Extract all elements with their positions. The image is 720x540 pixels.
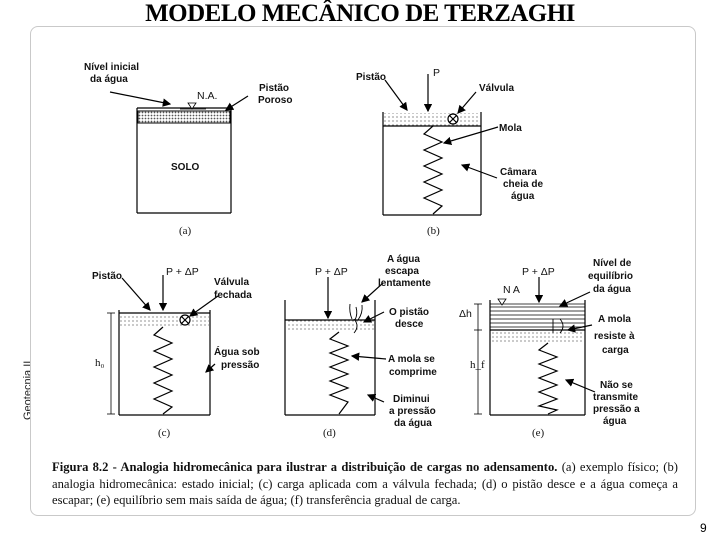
label-b-camara-2: cheia de (503, 179, 543, 190)
caption-lead: Figura 8.2 - Analogia hidromecânica para… (52, 460, 558, 474)
label-a: (a) (179, 225, 192, 237)
label-e-hf: h_f (470, 359, 485, 371)
container-a (136, 102, 232, 214)
label-e-resiste-2: resiste à (594, 331, 635, 342)
page-title: MODELO MECÂNICO DE TERZAGHI (145, 0, 575, 27)
label-c-agua-2: pressão (221, 360, 259, 371)
label-b-mola: Mola (499, 123, 522, 134)
label-e-resiste-1: A mola (598, 314, 631, 325)
container-e (474, 298, 586, 416)
label-d-desce-2: desce (395, 319, 424, 330)
label-e-na: N A (503, 284, 520, 296)
label-e-resiste-3: carga (602, 345, 629, 356)
label-e: (e) (532, 427, 545, 439)
label-c-agua-1: Água sob (214, 345, 260, 358)
container-d (284, 300, 376, 416)
label-e-dh: Δh (459, 308, 472, 320)
label-c: (c) (158, 427, 171, 439)
label-e-nivel-3: da água (593, 284, 631, 295)
label-c-load: P + ΔP (166, 266, 199, 278)
label-d-load: P + ΔP (315, 266, 348, 278)
label-e-nao-1: Não se (600, 380, 633, 391)
label-d-desce-1: O pistão (389, 307, 429, 318)
label-d-escapa-2: escapa (385, 266, 419, 277)
label-b-camara-3: água (511, 191, 535, 202)
label-b-camara-1: Câmara (500, 167, 537, 178)
container-c (107, 310, 211, 416)
label-e-nivel-1: Nível de (593, 258, 632, 269)
label-e-nivel-2: equilíbrio (588, 271, 633, 282)
page-number: 9 (700, 521, 707, 535)
label-d-escapa-1: A água (387, 254, 420, 265)
caption-body: (a) exemplo físico; (b) analogia hidrome… (52, 460, 678, 507)
label-d-diminui-2: a pressão (389, 406, 436, 417)
label-d-mola-2: comprime (389, 367, 437, 378)
container-b (382, 112, 482, 216)
label-a-pistao-2: Poroso (258, 95, 292, 106)
label-e-nao-4: água (603, 416, 627, 427)
label-b: (b) (427, 225, 440, 237)
label-c-pistao: Pistão (92, 271, 122, 282)
label-b-p: P (433, 67, 440, 79)
label-a-nivel-1: Nível inicial (84, 62, 139, 73)
label-c-h0: h₀ (95, 357, 105, 369)
label-d: (d) (323, 427, 336, 439)
label-c-valvula-1: Válvula (214, 277, 249, 288)
label-e-nao-2: transmite (593, 392, 638, 403)
label-a-solo: SOLO (171, 162, 200, 173)
label-d-diminui-1: Diminui (393, 394, 430, 405)
label-a-pistao-1: Pistão (259, 83, 289, 94)
label-c-valvula-2: fechada (214, 290, 252, 301)
label-a-na: N.A. (197, 90, 217, 102)
label-e-load: P + ΔP (522, 266, 555, 278)
label-b-valvula: Válvula (479, 83, 514, 94)
figure-caption: Figura 8.2 - Analogia hidromecânica para… (52, 459, 678, 509)
label-b-pistao: Pistão (356, 72, 386, 83)
label-d-escapa-3: lentamente (378, 278, 431, 289)
label-e-nao-3: pressão a (593, 404, 640, 415)
label-d-mola-1: A mola se (388, 354, 435, 365)
label-d-diminui-3: da água (394, 418, 432, 429)
label-a-nivel-2: da água (90, 74, 128, 85)
